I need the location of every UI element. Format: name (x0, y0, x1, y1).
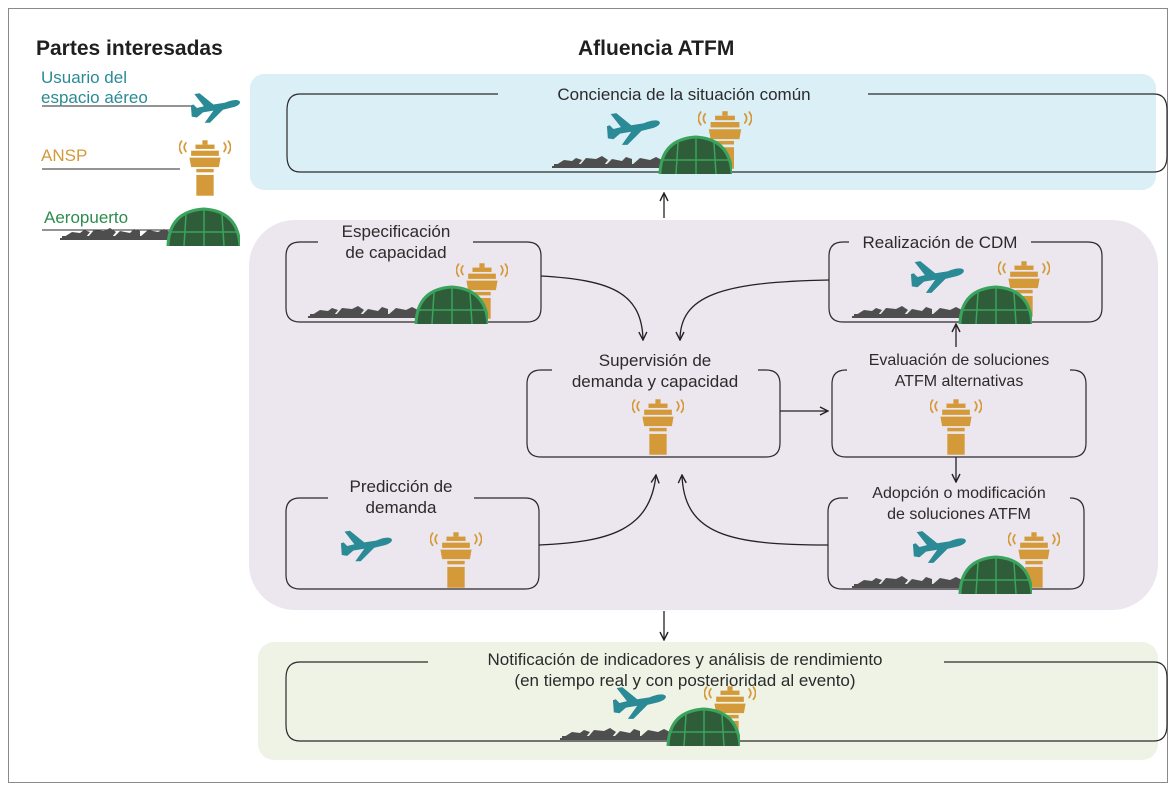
common-awareness-title: Conciencia de la situación común (557, 85, 811, 104)
airport-terminal-icon (308, 284, 488, 324)
airport-terminal-icon (852, 554, 1032, 594)
evaluation-box (831, 369, 1087, 458)
capacity-spec-title-line1: Especificación (341, 222, 451, 241)
process-band (249, 220, 1158, 610)
diagram-frame (8, 8, 1168, 783)
control-tower-icon (632, 398, 684, 456)
legend-airport-label: Aeropuerto (44, 208, 129, 227)
adoption-box (827, 497, 1085, 590)
airport-terminal-icon (852, 284, 1032, 324)
control-tower-icon (430, 530, 482, 590)
adoption-title-line2: de soluciones ATFM (887, 506, 1031, 523)
prediction-title-line2: demanda (365, 498, 437, 517)
reporting-title-line2: (en tiempo real y con posterioridad al e… (514, 671, 856, 690)
airport-terminal-icon (560, 706, 740, 746)
monitoring-title-line2: demanda y capacidad (571, 372, 739, 391)
evaluation-title-line1: Evaluación de soluciones (868, 352, 1050, 369)
airport-terminal-icon (60, 206, 240, 246)
arrow-capacity-to-monitoring (540, 275, 643, 340)
arrow-prediction-to-monitoring (538, 475, 656, 546)
monitoring-title-line1: Supervisión de (598, 351, 712, 370)
stakeholders-header: Partes interesadas (36, 37, 223, 60)
monitoring-box (526, 369, 781, 458)
adoption-title-line1: Adopción o modificación (872, 485, 1046, 502)
evaluation-title-line2: ATFM alternativas (894, 373, 1024, 390)
capacity-spec-title-line2: de capacidad (345, 243, 447, 262)
control-tower-icon (930, 398, 982, 456)
prediction-title-line1: Predicción de (349, 477, 453, 496)
reporting-title-line1: Notificación de indicadores y análisis d… (487, 650, 883, 669)
legend-airspace-user-label: Usuario del espacio aéreo (41, 68, 148, 107)
flow-header: Afluencia ATFM (578, 37, 735, 60)
prediction-box (285, 497, 540, 590)
arrow-cdm-to-monitoring (680, 279, 830, 340)
legend-ansp-label: ANSP (41, 146, 88, 165)
cdm-title: Realización de CDM (862, 233, 1018, 252)
arrow-adoption-to-monitoring (682, 475, 829, 546)
airplane-icon (340, 528, 394, 564)
airplane-icon (190, 90, 242, 126)
control-tower-icon (179, 138, 231, 198)
airport-terminal-icon (552, 134, 732, 174)
capacity-box (285, 241, 542, 323)
